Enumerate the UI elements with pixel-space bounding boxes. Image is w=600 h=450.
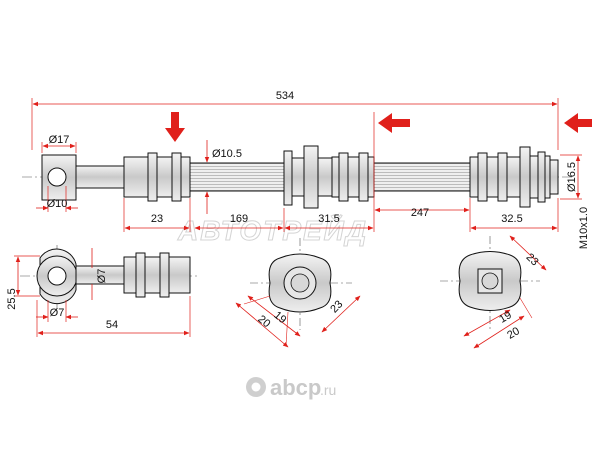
brand-name: abcp [270, 375, 321, 400]
dim-right-fitting-len: 32.5 [501, 213, 522, 225]
dim-hose-seg-2: 247 [411, 207, 429, 219]
dim-hose-seg-1: 169 [230, 213, 248, 225]
dim-left-fitting-len: 23 [151, 213, 163, 225]
dim-tube-dia: Ø10.5 [212, 148, 242, 160]
dim-eye-inner-dia: Ø10 [47, 198, 68, 210]
left-fitting [123, 152, 191, 202]
thread-label: M10x1.0 [578, 207, 590, 249]
dimension-mid-fitting: 31.5 [284, 112, 375, 232]
dim-side-height: 25.5 [6, 288, 18, 309]
dim-hex-right-b: 19 [497, 309, 514, 326]
brand-logo: abcp .ru [246, 375, 336, 400]
arrow-down-icon [165, 112, 185, 142]
dim-hex-right-c: 20 [505, 325, 522, 342]
right-end-view: 23 19 20 [440, 235, 547, 349]
dim-hex-mid-c: 23 [328, 298, 345, 315]
dimension-end-dia: Ø16.5 [560, 154, 582, 200]
arrow-left-icon [564, 113, 592, 133]
dim-end-dia: Ø16.5 [566, 162, 578, 192]
top-view: 534 Ø17 Ø10 Ø10.5 23 [22, 90, 592, 249]
dim-side-hole-b: Ø7 [50, 307, 65, 319]
mid-fitting [283, 145, 375, 209]
right-fitting [469, 146, 559, 208]
arrow-left-icon [378, 113, 410, 133]
dimension-left-fitting: 23 [123, 198, 191, 232]
dimension-hose-seg-2: 247 [374, 198, 471, 232]
dimension-total-length: 534 [31, 90, 559, 150]
mid-end-view: 19 20 23 [235, 238, 361, 348]
hose-segment-2 [373, 162, 471, 192]
side-view: 25.5 Ø7 Ø7 54 [6, 245, 200, 337]
dimension-eye-inner: Ø10 [36, 186, 78, 212]
dimension-eye-outer: Ø17 [41, 134, 77, 153]
dim-side-hole-a: Ø7 [96, 269, 108, 284]
dim-hex-right-a: 23 [524, 251, 541, 268]
dimension-hose-seg-1: 169 [194, 208, 285, 232]
dim-mid-fitting-len: 31.5 [318, 213, 339, 225]
dimension-right-fitting: 32.5 [470, 198, 559, 232]
dim-eye-outer-dia: Ø17 [49, 134, 70, 146]
dim-hex-mid-b: 20 [255, 313, 272, 330]
dim-hex-mid-a: 19 [271, 309, 288, 326]
brand-tld: .ru [320, 382, 336, 398]
eye-end [41, 154, 125, 201]
dim-total-length: 534 [276, 90, 294, 102]
dim-side-length: 54 [106, 319, 118, 331]
dimension-tube-dia: Ø10.5 [204, 140, 242, 214]
hose-segment-1 [189, 162, 285, 192]
